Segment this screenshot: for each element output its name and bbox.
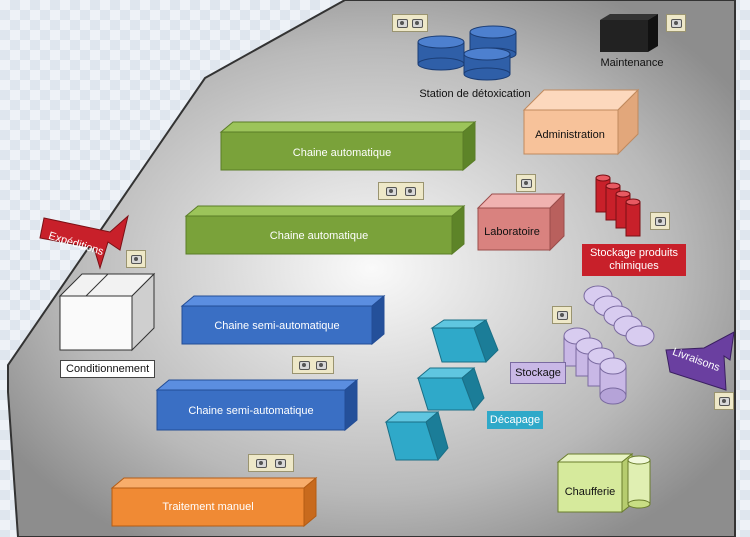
camera-icon [130,254,142,264]
stockage-chimiques-label: Stockage produits chimiques [582,244,686,276]
decapage-label: Décapage [487,411,543,429]
chaufferie-box [556,452,651,514]
camera-icon [397,18,408,28]
laboratoire-box [476,192,566,252]
camera-tag [552,306,572,324]
camera-tag [516,174,536,192]
camera-icon [299,360,310,370]
expeditions-arrow [39,214,129,270]
administration-box [522,88,640,156]
chaine-semi-2 [155,378,359,432]
camera-icon [412,18,423,28]
stockage-label: Stockage [510,362,566,384]
camera-icon [654,216,666,226]
camera-tag [248,454,294,472]
camera-tag [378,182,424,200]
semi2-label: Chaine semi-automatique [188,405,314,417]
traitement-manuel-box [110,476,318,528]
stockage-cylinders [563,285,655,405]
camera-icon [274,458,286,468]
livraisons-arrow [665,331,735,391]
camera-icon [670,18,682,28]
chaine1-label: Chaine automatique [292,147,392,159]
chaine2-label: Chaine automatique [269,230,369,242]
camera-icon [256,458,268,468]
chemical-tanks [595,174,641,237]
camera-icon [404,186,416,196]
camera-icon [556,310,568,320]
chaine-semi-1 [180,294,386,346]
semi1-label: Chaine semi-automatique [214,320,340,332]
camera-icon [718,396,730,406]
detox-label: Station de détoxication [419,88,531,100]
camera-icon [386,186,398,196]
decapage-boxes [384,319,499,462]
camera-icon [316,360,327,370]
maintenance-box [600,14,658,52]
camera-tag [392,14,428,32]
camera-tag [714,392,734,410]
camera-tag [650,212,670,230]
conditionnement-label: Conditionnement [60,360,156,378]
detox-tanks [417,25,517,81]
conditionnement-box [58,272,156,352]
laboratoire-label: Laboratoire [484,226,540,238]
maintenance-label: Maintenance [600,57,664,69]
camera-tag [126,250,146,268]
camera-icon [520,178,532,188]
camera-tag [666,14,686,32]
administration-label: Administration [535,129,605,141]
chaine-automatique-2 [184,204,466,256]
camera-tag [292,356,334,374]
chaufferie-label: Chaufferie [564,486,616,498]
chaine-automatique-1 [219,120,477,172]
traitement-label: Traitement manuel [162,501,254,513]
